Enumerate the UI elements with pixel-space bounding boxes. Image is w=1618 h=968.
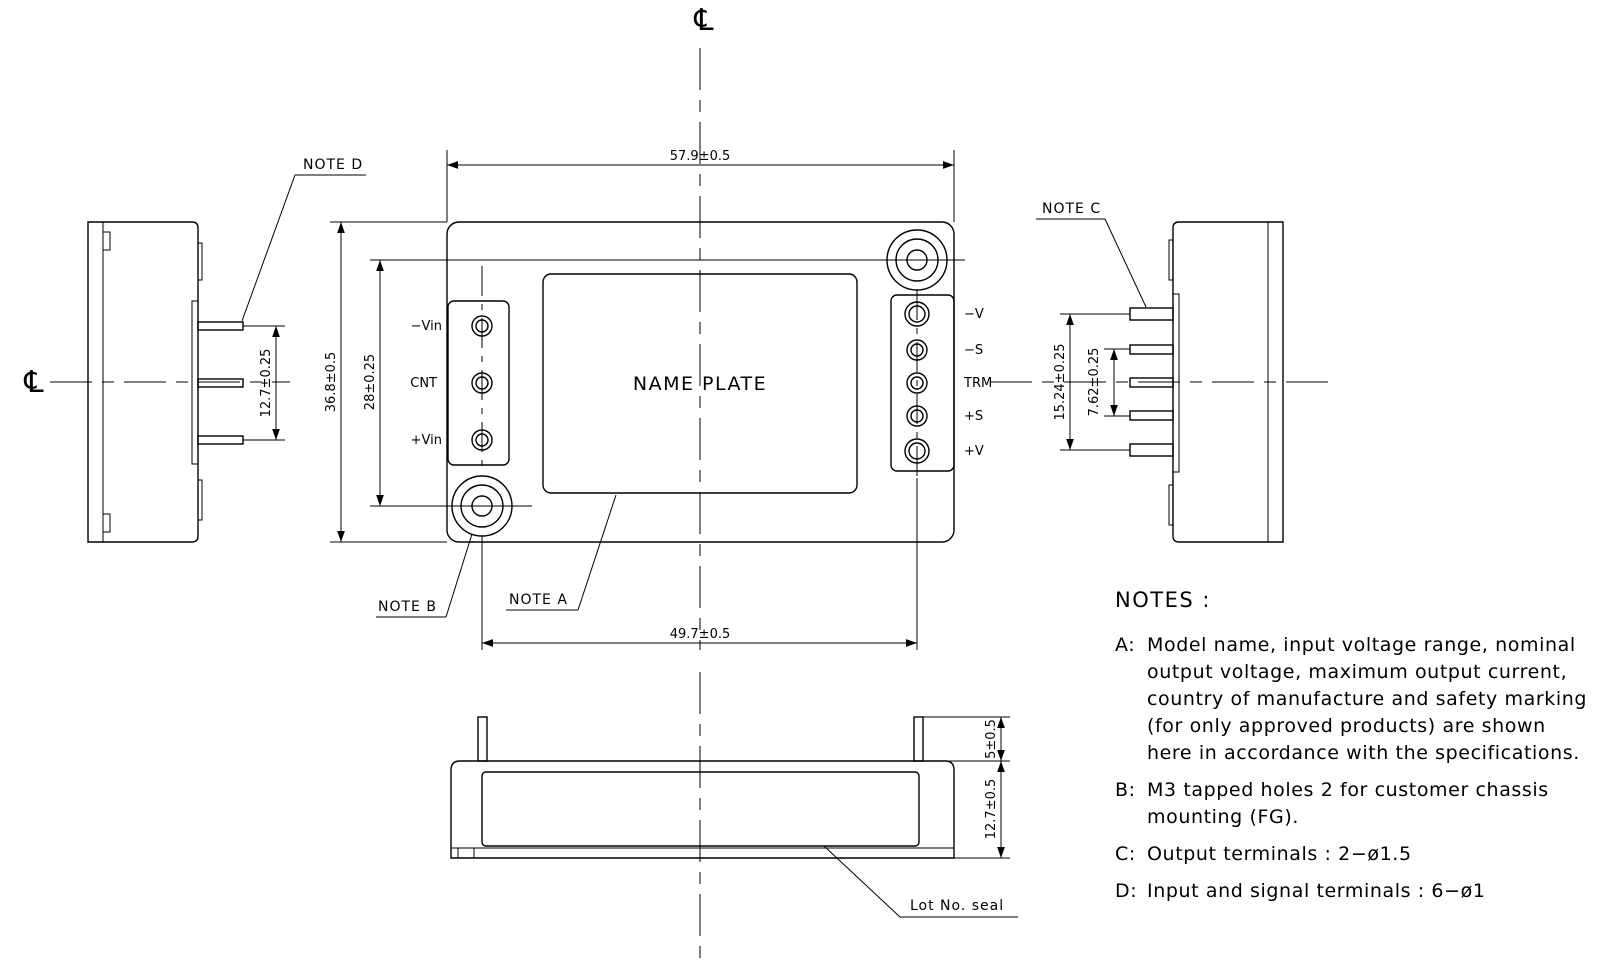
bottom-body-notch (457, 847, 475, 859)
note-text: Output terminals : 2−ø1.5 (1147, 843, 1412, 865)
note-d-leader (241, 174, 296, 322)
note-letter: D: (1115, 880, 1138, 902)
note-b-leader (445, 533, 473, 618)
bottom-view: 5±0.5 12.7±0.5 Lot No. seal (450, 716, 1018, 918)
left-body-notch (102, 513, 111, 533)
name-plate-outline (542, 273, 858, 494)
front-view: 57.9±0.5 36.8±0.5 28±0.25 −Vin CNT +Vin (324, 149, 992, 650)
note-letter: A: (1115, 634, 1136, 656)
left-pin (197, 435, 244, 445)
note-text: Input and signal terminals : 6−ø1 (1147, 880, 1486, 902)
note-item-d: D: Input and signal terminals : 6−ø1 (1115, 878, 1615, 905)
lot-seal-outline (481, 771, 920, 847)
left-pin (197, 378, 244, 388)
left-pin (197, 321, 244, 331)
height-dimension: 36.8±0.5 (324, 352, 339, 413)
note-letter: B: (1115, 779, 1136, 801)
input-pin-minus-vin (471, 315, 493, 337)
note-b-callout: NOTE B (378, 599, 437, 615)
pin-label-plus-vin: +Vin (411, 433, 442, 448)
note-c-leader (1104, 218, 1147, 308)
right-pin-base (1172, 293, 1180, 473)
note-c-callout: NOTE C (1042, 201, 1101, 217)
pin-length-dimension: 5±0.5 (984, 719, 999, 759)
right-body-ridge (1168, 484, 1173, 526)
note-item-b: B: M3 tapped holes 2 for customer chassi… (1115, 777, 1615, 831)
input-pin-plus-vin (471, 429, 493, 451)
right-pin-output (1129, 443, 1174, 457)
note-item-c: C: Output terminals : 2−ø1.5 (1115, 841, 1615, 868)
note-d-callout: NOTE D (303, 157, 363, 173)
note-text: M3 tapped holes 2 for customer chassis m… (1147, 779, 1549, 828)
name-plate-label: NAME PLATE (633, 373, 767, 395)
output-pin-minus-v (904, 301, 930, 327)
bottom-pin-right (913, 716, 924, 762)
input-pin-cnt (471, 372, 493, 394)
right-body-outline (1172, 221, 1284, 543)
output-pin-block (890, 294, 955, 472)
notes-panel: NOTES : A: Model name, input voltage ran… (1115, 588, 1615, 915)
notes-heading: NOTES : (1115, 588, 1211, 612)
pin-pitch-dimension: 12.7±0.25 (259, 349, 274, 418)
bottom-pin-left (477, 716, 488, 762)
inner-pin-pitch-dimension: 7.62±0.25 (1087, 348, 1102, 417)
input-pin-block (447, 300, 510, 466)
mounting-hole-top-right (886, 229, 948, 291)
output-pin-trm (906, 372, 928, 394)
right-side-view: 15.24±0.25 7.62±0.25 NOTE C (1036, 201, 1284, 543)
note-text: Model name, input voltage range, nominal… (1147, 634, 1588, 764)
right-pin (1129, 344, 1174, 355)
note-a-leader (577, 494, 617, 611)
left-body-ridge (198, 479, 203, 521)
left-body-notch (102, 231, 111, 251)
pin-label-minus-s: −S (964, 343, 983, 358)
pin-label-cnt: CNT (410, 376, 437, 391)
hole-spacing-v-dimension: 28±0.25 (363, 354, 378, 410)
right-pin-output (1129, 307, 1174, 321)
lot-seal-label: Lot No. seal (910, 898, 1004, 914)
outer-pin-pitch-dimension: 15.24±0.25 (1053, 343, 1068, 420)
note-a-callout: NOTE A (509, 592, 568, 608)
width-dimension: 57.9±0.5 (670, 149, 731, 164)
left-body-ridge (198, 242, 203, 281)
hole-spacing-h-dimension: 49.7±0.5 (670, 627, 731, 642)
left-side-view: 12.7±0.25 NOTE D (87, 157, 366, 543)
pin-label-trm: TRM (963, 376, 992, 391)
output-pin-minus-s (906, 339, 928, 361)
pin-label-minus-vin: −Vin (411, 319, 442, 334)
body-height-dimension: 12.7±0.5 (984, 779, 999, 840)
note-letter: C: (1115, 843, 1136, 865)
centerline-symbol-top: ℄ (693, 3, 713, 38)
output-pin-plus-v (904, 438, 930, 464)
bottom-body-outline (450, 760, 955, 859)
pin-label-plus-v: +V (964, 444, 984, 459)
right-pin (1129, 377, 1174, 388)
pin-label-minus-v: −V (964, 307, 984, 322)
left-pin-base (191, 300, 199, 465)
lot-seal-leader (823, 845, 901, 918)
left-body-outline (87, 221, 199, 543)
note-item-a: A: Model name, input voltage range, nomi… (1115, 632, 1615, 767)
right-pin (1129, 410, 1174, 421)
centerline-symbol-left: ℄ (23, 365, 43, 400)
right-body-ridge (1168, 239, 1173, 281)
pin-label-plus-s: +S (964, 409, 983, 424)
output-pin-plus-s (906, 405, 928, 427)
